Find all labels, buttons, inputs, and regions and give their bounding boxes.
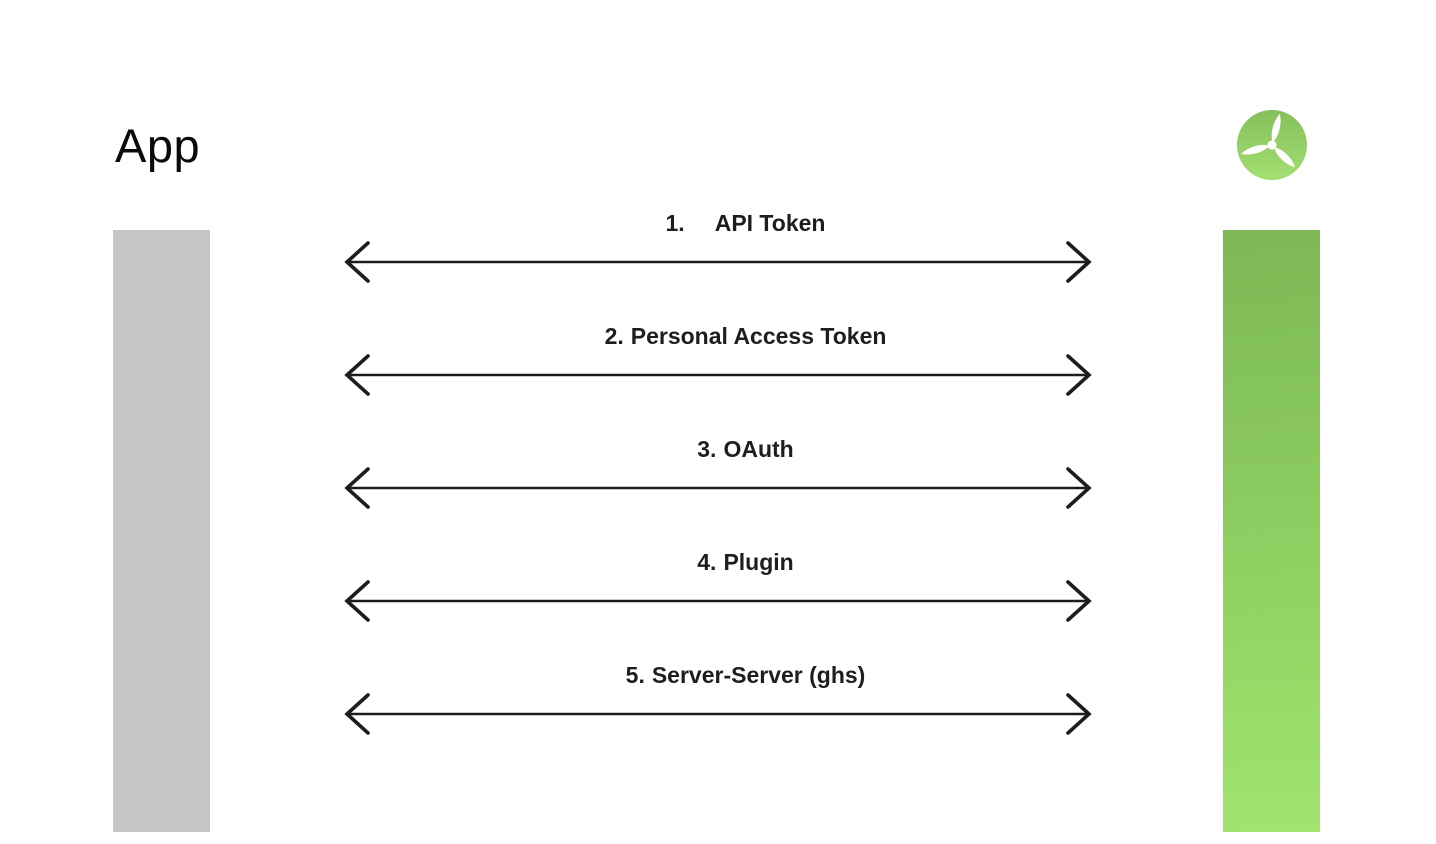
connection-number: 2. <box>604 323 624 349</box>
connection-label: 1. API Token <box>343 208 1093 240</box>
double-arrow-icon <box>344 354 1092 396</box>
connection-number: 4. <box>697 549 717 575</box>
connection-row: 1. API Token <box>343 208 1093 321</box>
connection-row: 3.OAuth <box>343 434 1093 547</box>
connection-label: 3.OAuth <box>343 434 1093 466</box>
connection-text: OAuth <box>723 436 794 462</box>
double-arrow-icon <box>344 580 1092 622</box>
connection-text: Personal Access Token <box>630 323 887 349</box>
connection-number: 5. <box>625 662 645 688</box>
app-lifeline-bar <box>113 230 210 832</box>
double-arrow-icon <box>344 467 1092 509</box>
connection-number: 1. <box>665 210 685 236</box>
turbine-logo <box>1237 110 1307 180</box>
service-lifeline-bar <box>1223 230 1320 832</box>
connection-row: 2.Personal Access Token <box>343 321 1093 434</box>
double-arrow-icon <box>344 693 1092 735</box>
connection-number: 3. <box>697 436 717 462</box>
turbine-icon <box>1237 110 1307 180</box>
connection-label: 2.Personal Access Token <box>343 321 1093 353</box>
connection-text: Server-Server (ghs) <box>651 662 866 688</box>
connection-text: Plugin <box>723 549 794 575</box>
app-title: App <box>115 119 201 172</box>
connection-label: 4.Plugin <box>343 547 1093 579</box>
connection-row: 4.Plugin <box>343 547 1093 660</box>
connection-text: API Token <box>714 210 826 236</box>
double-arrow-icon <box>344 241 1092 283</box>
connection-list: 1. API Token 2.Personal Access Token 3.OA… <box>343 208 1093 773</box>
connection-row: 5.Server-Server (ghs) <box>343 660 1093 773</box>
connection-label: 5.Server-Server (ghs) <box>343 660 1093 692</box>
